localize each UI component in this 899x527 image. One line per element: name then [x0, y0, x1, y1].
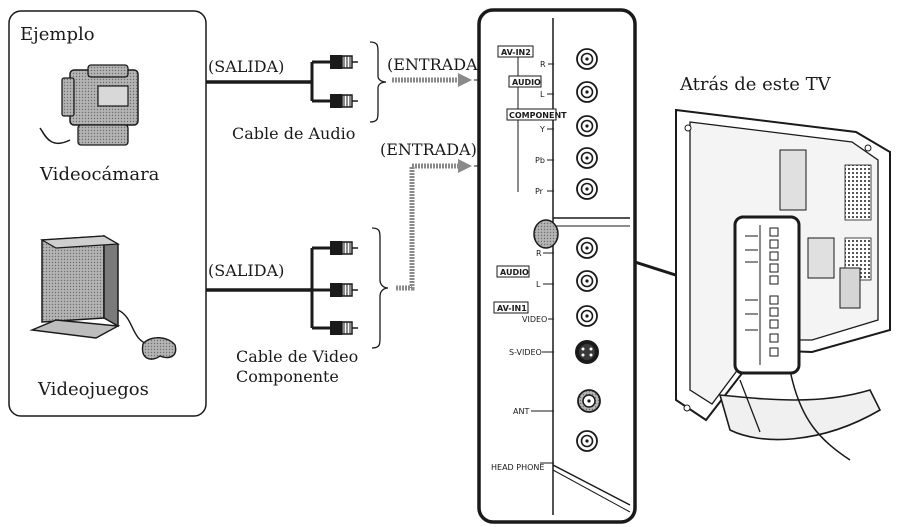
- brace-icon: [371, 227, 389, 349]
- example-box: Ejemplo Videocámara Videojuegos: [8, 10, 207, 417]
- av-in2-audio-l-jack: [576, 81, 598, 103]
- av-in2-audio-r-jack: [576, 48, 598, 70]
- output-label-top: (SALIDA): [208, 57, 284, 76]
- rca-plug-icon: [329, 282, 359, 298]
- av-in1-label: AV-IN1: [497, 304, 527, 313]
- input-label-top: (ENTRADA): [387, 55, 484, 74]
- component-cable: [206, 227, 389, 349]
- video-cable-label-line1: Cable de Video: [236, 347, 358, 366]
- tv-rear-label: Atrás de este TV: [679, 74, 832, 95]
- r-top-label: R: [540, 60, 546, 69]
- game-console-icon: [29, 234, 177, 360]
- knob-icon: [533, 219, 559, 249]
- r-bottom-label: R: [536, 249, 542, 258]
- rca-plug-icon: [329, 320, 359, 336]
- ant-label: ANT: [513, 407, 529, 416]
- y-label: Y: [539, 125, 545, 134]
- antenna-jack: [577, 389, 601, 413]
- rca-plug-icon: [329, 54, 359, 70]
- av-in2-label: AV-IN2: [501, 48, 531, 57]
- output-label-bottom: (SALIDA): [208, 261, 284, 280]
- audio-bottom-label: AUDIO: [500, 268, 529, 277]
- l-top-label: L: [540, 90, 545, 99]
- av-in1-video-jack: [576, 305, 598, 327]
- component-y-jack: [576, 115, 598, 137]
- headphone-jack: [576, 430, 598, 452]
- audio-cable-label: Cable de Audio: [232, 124, 355, 143]
- s-video-jack: [575, 340, 599, 364]
- av-in1-audio-l-jack: [576, 270, 598, 292]
- head-phone-label: HEAD PHONE: [491, 463, 544, 472]
- pb-label: Pb: [535, 156, 545, 165]
- component-pb-jack: [576, 147, 598, 169]
- l-bottom-label: L: [536, 280, 541, 289]
- audio-top-label: AUDIO: [512, 78, 541, 87]
- rca-plug-icon: [329, 240, 359, 256]
- pr-label: Pr: [535, 187, 544, 196]
- audio-cable: [206, 41, 387, 123]
- rca-plug-icon: [329, 93, 359, 109]
- input-label-middle: (ENTRADA): [380, 140, 477, 159]
- tv-rear-icon: [675, 108, 891, 461]
- av-in1-audio-r-jack: [576, 237, 598, 259]
- s-video-label: S-VIDEO: [509, 348, 542, 357]
- camcorder-icon: [39, 64, 139, 146]
- video-cable-label-line2: Componente: [236, 367, 339, 386]
- tv-terminal-inset: [733, 215, 801, 375]
- terminal-panel: AV-IN2 R AUDIO L COMPONENT Y Pb Pr R AUD…: [477, 8, 637, 524]
- component-pr-jack: [576, 178, 598, 200]
- component-label: COMPONENT: [509, 111, 567, 120]
- camcorder-label: Videocámara: [39, 164, 160, 185]
- example-heading: Ejemplo: [20, 24, 95, 45]
- console-label: Videojuegos: [37, 379, 149, 400]
- video-label: VIDEO: [522, 315, 547, 324]
- brace-icon: [369, 41, 387, 123]
